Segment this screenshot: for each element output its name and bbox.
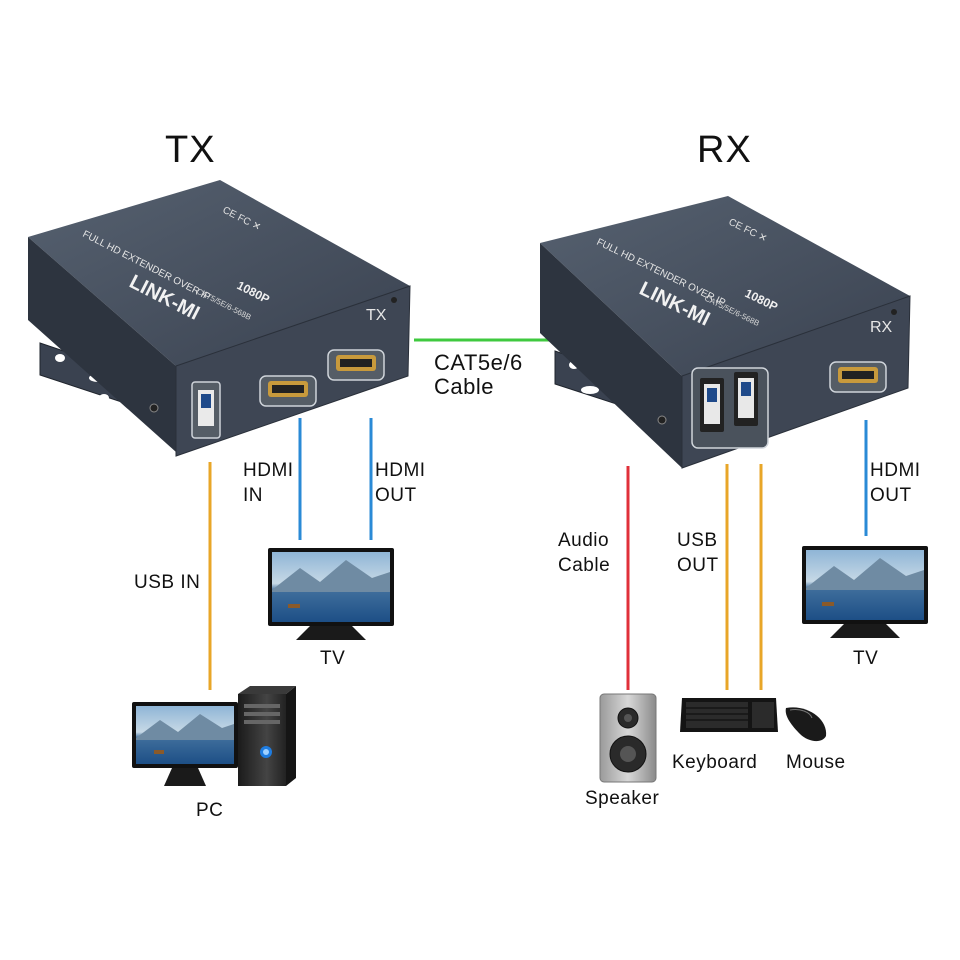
keyboard-label: Keyboard [672,752,758,773]
rx-left-face [540,243,682,468]
pc-label: PC [196,800,224,821]
tx-top-face [28,180,410,366]
tx-badge: TX [366,307,387,324]
keyboard-icon [680,698,778,732]
speaker-icon [599,693,657,783]
hdmi-out-tx-label: HDMI OUT [375,460,426,506]
cat-cable-label-line1: CAT5e/6 [434,350,523,375]
usb-out-label: USB OUT [677,530,719,576]
speaker-label: Speaker [585,788,660,809]
tx-left-face [28,237,176,452]
usb-in-label: USB IN [134,572,201,593]
tx-front-face [175,285,411,457]
rx-top-face [540,196,910,376]
tv-tx-icon [268,548,394,640]
rx-title: RX [697,129,752,171]
tv-rx-icon [802,546,928,638]
tv-rx-label: TV [853,648,879,669]
rx-device: LINK-MI FULL HD EXTENDER OVER IP CAT5/5E… [540,196,911,469]
cat-cable-label-line2: Cable [434,374,494,399]
audio-cable-label: Audio Cable [558,530,611,576]
mouse-icon [785,707,827,742]
hdmi-out-rx-label: HDMI OUT [870,460,921,506]
pc-icon [132,686,296,786]
tv-tx-label: TV [320,648,346,669]
mouse-label: Mouse [786,752,846,773]
hdmi-in-label: HDMI IN [243,460,294,506]
rx-badge: RX [870,319,893,336]
tx-device: LINK-MI FULL HD EXTENDER OVER IP CAT5/5E… [28,180,411,457]
tx-title: TX [165,129,216,171]
